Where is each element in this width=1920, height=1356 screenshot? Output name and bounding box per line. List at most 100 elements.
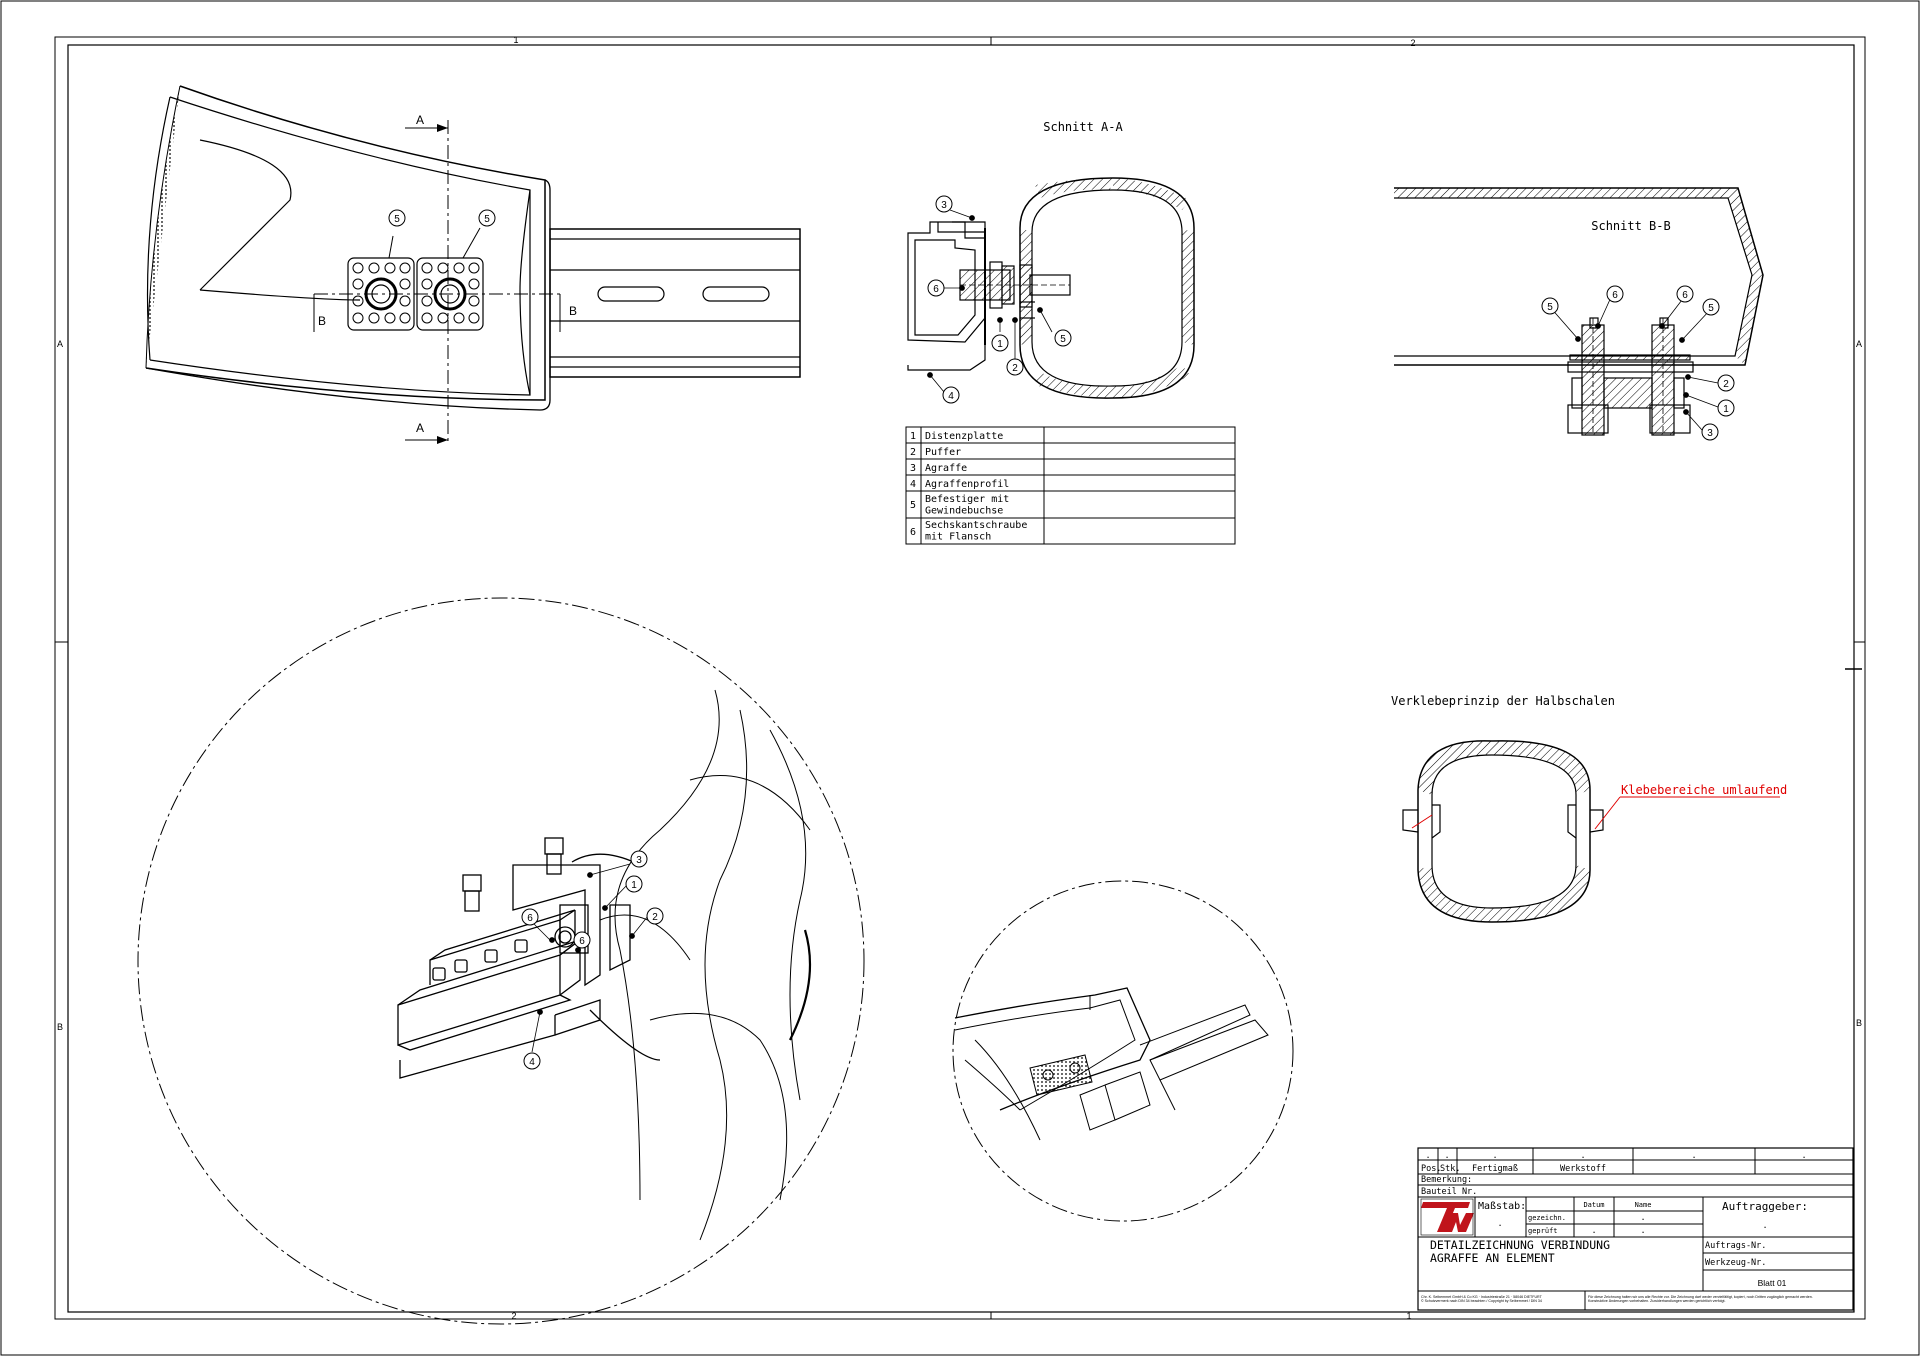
title-block-footer: Chr. K. Seibemmet GmbH & Co KG · Industr… <box>1421 1295 1813 1303</box>
glue-view-drawing <box>1402 740 1604 923</box>
plate-holes <box>352 262 480 324</box>
section-bb-balloons: 5 6 6 5 2 1 3 <box>1541 285 1735 441</box>
zone-col-2-top: 2 <box>1410 38 1415 48</box>
tb-dot: . <box>1444 1151 1449 1161</box>
bb-balloon-2: 2 <box>1723 379 1729 390</box>
title-block-text: . . . . . . Pos. Stk. Fertigmaß Werkstof… <box>1421 1151 1808 1288</box>
part-name: Agraffe <box>925 463 967 474</box>
tb-werkstoff-label: Werkstoff <box>1560 1164 1606 1174</box>
tb-bauteil-label: Bauteil Nr. <box>1421 1187 1477 1197</box>
tb-stk-label: Stk. <box>1440 1164 1460 1174</box>
tb-name-label: Name <box>1635 1201 1652 1209</box>
section-aa-drawing <box>907 177 1195 399</box>
tb-dot: . <box>1425 1151 1430 1161</box>
tb-datum-label: Datum <box>1583 1201 1604 1209</box>
detail-balloon-6-left: 6 <box>527 913 533 924</box>
company-logo <box>1420 1198 1474 1236</box>
glue-view-title: Verklebeprinzip der Halbschalen <box>1391 694 1615 708</box>
bb-balloon-3: 3 <box>1707 428 1713 439</box>
tb-blatt-label: Blatt 01 <box>1758 1278 1787 1288</box>
tb-dot: . <box>1640 1226 1645 1236</box>
tb-title-line2: AGRAFFE AN ELEMENT <box>1430 1251 1555 1265</box>
bb-balloon-6-left: 6 <box>1612 290 1618 301</box>
tb-auftraggeber-label: Auftraggeber: <box>1722 1200 1808 1213</box>
section-mark-b-right: B <box>569 304 577 318</box>
tb-dot: . <box>1591 1226 1596 1236</box>
part-pos: 5 <box>910 500 916 511</box>
parts-list-text: 1 Distenzplatte 2 Puffer 3 Agraffe 4 Agr… <box>910 431 1027 543</box>
section-bb-title: Schnitt B-B <box>1591 219 1670 233</box>
top-view-balloons: 5 5 <box>388 209 496 227</box>
part-pos: 2 <box>910 447 916 458</box>
section-mark-a-bottom: A <box>416 421 424 435</box>
detail-balloon-6-right: 6 <box>579 936 585 947</box>
aa-balloon-3: 3 <box>941 200 947 211</box>
bb-balloon-5-right: 5 <box>1708 303 1714 314</box>
section-aa-title: Schnitt A-A <box>1043 120 1123 134</box>
glue-callout: Klebebereiche umlaufend <box>1411 783 1787 830</box>
zone-row-a-right: A <box>1856 339 1862 349</box>
balloon-5-a: 5 <box>394 214 400 225</box>
zone-row-b-left: B <box>57 1022 63 1032</box>
tb-massstab-label: Maßstab: <box>1478 1201 1526 1212</box>
part-pos: 1 <box>910 431 916 442</box>
aa-balloon-1: 1 <box>997 339 1003 350</box>
detail-large-balloons: 3 1 2 6 6 4 <box>521 850 664 1070</box>
tb-fertigmass-label: Fertigmaß <box>1472 1164 1518 1174</box>
tb-company-footer: Chr. K. Seibemmet GmbH & Co KG · Industr… <box>1421 1295 1543 1303</box>
tb-copyright-footer: Für diese Zeichnung halten wir uns alle … <box>1588 1295 1813 1303</box>
part-pos: 3 <box>910 463 916 474</box>
detail-circle-large <box>137 597 865 1325</box>
tb-dot: . <box>1691 1151 1696 1161</box>
tb-dot: . <box>1492 1151 1497 1161</box>
tb-geprueft-label: geprüft <box>1528 1227 1558 1235</box>
top-view-labels: A A B B <box>318 113 577 435</box>
tb-dot: . <box>1640 1213 1645 1223</box>
section-bb-drawing <box>1394 187 1764 436</box>
part-name: Agraffenprofil <box>925 479 1009 490</box>
detail-balloon-3: 3 <box>636 855 642 866</box>
tb-dot: . <box>1762 1221 1767 1231</box>
tb-dot: . <box>1580 1151 1585 1161</box>
bb-balloon-6-right: 6 <box>1682 290 1688 301</box>
detail-balloon-2: 2 <box>652 912 658 923</box>
tb-dot: . <box>1497 1219 1502 1229</box>
tb-dot: . <box>1801 1151 1806 1161</box>
detail-circle-small <box>952 880 1294 1222</box>
section-mark-a-top: A <box>416 113 424 127</box>
part-name: Puffer <box>925 447 961 458</box>
tb-gezeichnet-label: gezeichn. <box>1528 1214 1566 1222</box>
parts-list <box>905 426 1236 545</box>
zone-col-1-top: 1 <box>513 35 518 45</box>
tb-auftrags-nr-label: Auftrags-Nr. <box>1705 1241 1766 1251</box>
aa-balloon-2: 2 <box>1012 363 1018 374</box>
aa-balloon-5: 5 <box>1060 334 1066 345</box>
glue-callout-label: Klebebereiche umlaufend <box>1621 783 1787 797</box>
aa-balloon-4: 4 <box>948 391 954 402</box>
title-block <box>1417 1147 1854 1311</box>
bb-balloon-1: 1 <box>1723 404 1729 415</box>
section-mark-b-left: B <box>318 314 326 328</box>
zone-row-b-right: B <box>1856 1018 1862 1028</box>
zone-col-2-bottom: 2 <box>511 1311 516 1321</box>
top-view <box>145 85 801 445</box>
tb-bemerkung-label: Bemerkung: <box>1421 1175 1472 1185</box>
section-aa-balloons: 3 6 1 2 5 4 <box>927 195 1072 404</box>
tb-title-line1: DETAILZEICHNUNG VERBINDUNG <box>1430 1238 1610 1252</box>
section-aa-leaders <box>927 209 1053 393</box>
aa-balloon-6: 6 <box>933 284 939 295</box>
balloon-5-b: 5 <box>484 214 490 225</box>
tb-werkzeug-nr-label: Werkzeug-Nr. <box>1705 1258 1766 1268</box>
zone-row-a-left: A <box>57 339 63 349</box>
detail-balloon-1: 1 <box>631 880 637 891</box>
part-name: Distenzplatte <box>925 431 1003 442</box>
tb-pos-label: Pos. <box>1421 1164 1441 1174</box>
zone-labels: 1 2 2 1 A A B B <box>57 35 1862 1321</box>
part-pos: 4 <box>910 479 916 490</box>
detail-balloon-4: 4 <box>529 1057 535 1068</box>
part-pos: 6 <box>910 527 916 538</box>
